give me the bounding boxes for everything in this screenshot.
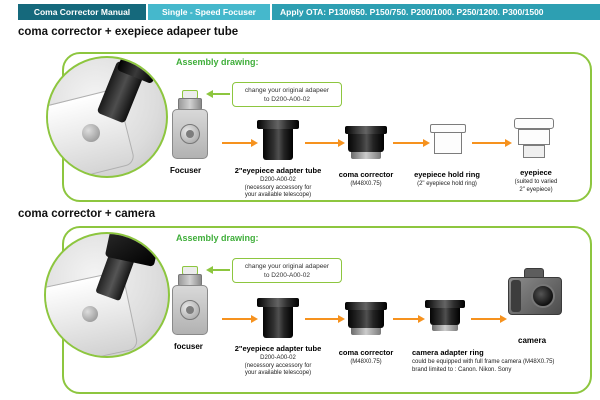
header-title: Coma Corrector Manual [18, 4, 146, 20]
eyepiece-body-shape [518, 129, 550, 145]
arrow-right-icon [305, 314, 345, 323]
adapter-label-1: 2"eyepiece adapter tube D200-A00-02 (nec… [228, 166, 328, 200]
camera-label: camera [518, 336, 547, 345]
part-desc: could be equipped with full frame camera… [412, 358, 555, 365]
adapter-barrel-shape [263, 129, 293, 160]
arrow-right-icon [393, 314, 425, 323]
focuser-label-2: focuser [174, 342, 203, 351]
arrow-right-icon [305, 138, 345, 147]
focuser-knob-center-shape [186, 130, 194, 138]
section2-note: change your original adapeer to D200-A00… [232, 258, 342, 283]
section2-assembly-label: Assembly drawing: [176, 233, 259, 243]
corrector-thread-shape [351, 152, 381, 159]
part-spec: (M48X0.75) [350, 180, 382, 187]
green-arrow-left-icon [206, 265, 230, 274]
corrector-barrel-shape [348, 310, 384, 328]
arrow-right-icon [222, 314, 258, 323]
coma-corrector-image-2 [345, 302, 387, 336]
eyepiece-image [512, 118, 556, 160]
holdring-label: eyepiece hold ring (2" eyepiece hold rin… [402, 170, 492, 189]
camera-image [506, 266, 564, 320]
part-desc: (necessory accessory for [244, 362, 312, 369]
eyepiece-hold-ring-image [430, 124, 466, 158]
note-line2: to D200-A00-02 [264, 96, 310, 104]
corrector-thread-shape [351, 328, 381, 335]
part-name: coma corrector [338, 348, 394, 357]
note-line2: to D200-A00-02 [264, 272, 310, 280]
arrow-right-icon [222, 138, 258, 147]
focus-knob-shape [82, 124, 100, 142]
part-name: eyepiece [520, 168, 552, 177]
arrow-right-icon [471, 314, 507, 323]
adapter-tube-image-2 [257, 298, 299, 338]
camera-ring-barrel-shape [430, 308, 460, 325]
camera-adapter-ring-image [425, 300, 465, 332]
eyepiece-cap-shape [514, 118, 554, 129]
camera-ring-flange-shape [425, 300, 465, 308]
corrector-label-1: coma corrector (M48X0.75) [330, 170, 402, 189]
focuser-drawing-1 [170, 90, 218, 162]
part-spec: (M48X0.75) [350, 358, 382, 365]
part-name: 2"eyepiece adapter tube [234, 166, 322, 175]
camera-ring-label: camera adapter ring could be equipped wi… [412, 348, 590, 374]
part-desc: (necessory accessory for [244, 184, 312, 191]
header-apply-ota: Apply OTA: P130/650. P150/750. P200/1000… [272, 4, 600, 20]
note-line1: change your original adapeer [244, 263, 330, 270]
part-desc: your available telescope) [244, 370, 312, 377]
part-code: D200-A00-02 [260, 176, 296, 183]
corrector-barrel-shape [348, 134, 384, 152]
part-name: coma corrector [338, 170, 394, 179]
telescope-photo-2 [44, 232, 170, 358]
telescope-photo-1 [46, 56, 168, 178]
part-spec: 2" eyepiece) [519, 186, 553, 193]
section1-heading: coma corrector + exepiece adapeer tube [18, 26, 239, 38]
arrow-right-icon [393, 138, 430, 147]
adapter-flange-shape [257, 120, 299, 129]
eyepiece-barrel-shape [523, 145, 545, 158]
adapter-label-2: 2"eyepiece adapter tube D200-A00-02 (nec… [228, 344, 328, 378]
adapter-tube-image-1 [257, 120, 299, 160]
corrector-label-2: coma corrector (M48X0.75) [330, 348, 402, 367]
camera-grip-shape [511, 280, 521, 312]
section1-assembly-label: Assembly drawing: [176, 57, 259, 67]
focuser-knob-center-shape [186, 306, 194, 314]
header-focuser-type: Single - Speed Focuser [148, 4, 270, 20]
coma-corrector-image-1 [345, 126, 387, 160]
note-line1: change your original adapeer [244, 87, 330, 94]
adapter-barrel-shape [263, 307, 293, 338]
eyepiece-label: eyepiece (suited to varied 2" eyepiece) [494, 168, 578, 194]
camera-ring-thread-shape [432, 325, 458, 331]
section1-note: change your original adapeer to D200-A00… [232, 82, 342, 107]
holdring-body-shape [434, 133, 462, 154]
adapter-flange-shape [257, 298, 299, 307]
camera-lens-shape [531, 284, 555, 308]
focus-knob-shape [82, 306, 98, 322]
focuser-drawing-2 [170, 266, 218, 338]
part-name: eyepiece hold ring [414, 170, 480, 179]
section2-heading: coma corrector + camera [18, 208, 156, 220]
focuser-label-1: Focuser [170, 166, 202, 175]
part-code: D200-A00-02 [260, 354, 296, 361]
corrector-flange-shape [345, 126, 387, 134]
part-desc: your available telescope) [244, 192, 312, 199]
part-spec: (suited to varied [514, 178, 558, 185]
corrector-flange-shape [345, 302, 387, 310]
holdring-top-shape [430, 124, 466, 133]
part-name: 2"eyepiece adapter tube [234, 344, 322, 353]
part-name: camera adapter ring [412, 348, 484, 357]
part-desc: brand limited to : Canon. Nikon. Sony [412, 366, 512, 373]
part-spec: (2" eyepiece hold ring) [417, 180, 477, 187]
arrow-right-icon [472, 138, 512, 147]
green-arrow-left-icon [206, 89, 230, 98]
